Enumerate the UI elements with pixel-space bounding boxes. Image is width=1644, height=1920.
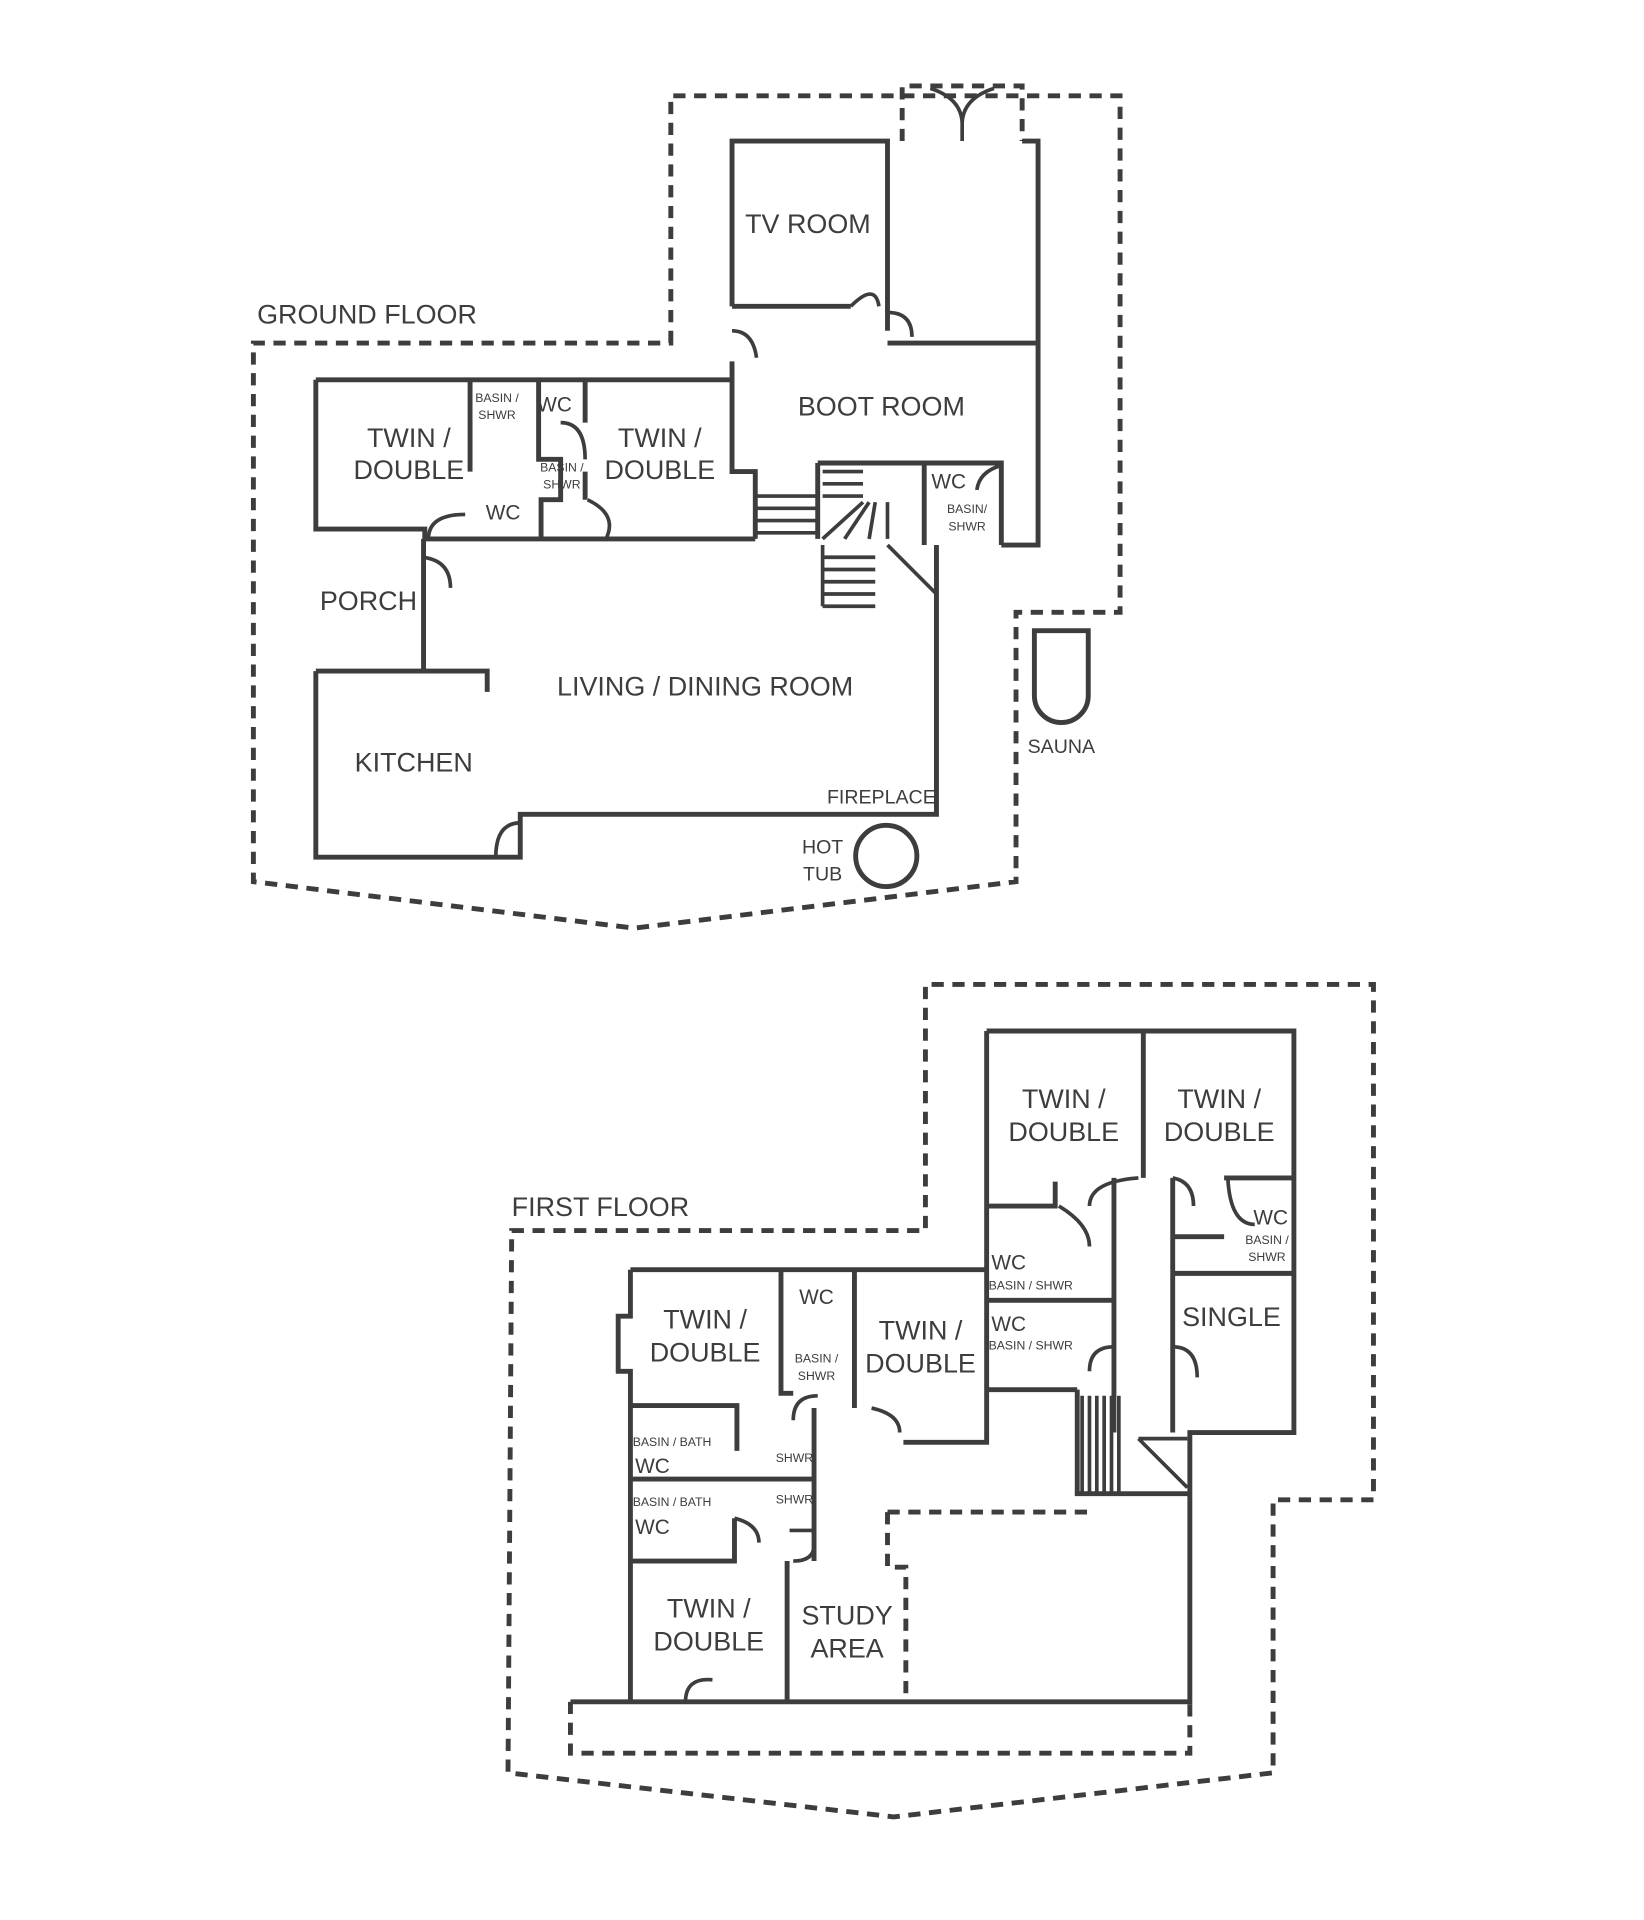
room-label: BASIN/: [947, 502, 988, 516]
room-label: WC: [537, 394, 572, 417]
room-label: TWIN /: [667, 1593, 751, 1623]
door-swings: [423, 292, 1002, 858]
room-label: DOUBLE: [653, 1626, 764, 1656]
sauna-icon: [1031, 628, 1091, 725]
room-label: WC: [1253, 1206, 1288, 1229]
room-label: PORCH: [320, 586, 417, 616]
room-label: WC: [486, 501, 521, 524]
room-label: SAUNA: [1028, 736, 1096, 758]
room-label: BASIN /: [475, 391, 519, 405]
room-label: BASIN / BATH: [633, 1495, 712, 1509]
room-label: DOUBLE: [865, 1349, 976, 1379]
room-label: WC: [931, 471, 966, 494]
room-label: WC: [991, 1252, 1026, 1275]
room-label: BOOT ROOM: [798, 391, 965, 421]
room-label: BASIN / SHWR: [989, 1338, 1073, 1352]
room-label: BASIN /: [540, 461, 584, 475]
room-label: BASIN /: [1245, 1233, 1289, 1247]
room-label: TWIN /: [1022, 1084, 1106, 1114]
entrance-canopy: [899, 83, 1025, 142]
room-label: SHWR: [1248, 1250, 1286, 1264]
room-label: FIREPLACE: [827, 786, 936, 808]
room-label: WC: [635, 1455, 670, 1478]
room-label: HOT: [802, 837, 843, 859]
room-label: LIVING / DINING ROOM: [557, 672, 853, 702]
room-label: DOUBLE: [1164, 1117, 1275, 1147]
first-floor-boundary: [505, 982, 1376, 1820]
ground-walls: [313, 138, 1041, 860]
room-label: DOUBLE: [353, 455, 464, 485]
room-label: SHWR: [478, 408, 516, 422]
ground-floor-title: GROUND FLOOR: [257, 299, 477, 329]
room-label: TWIN /: [663, 1304, 747, 1334]
room-label: TUB: [803, 863, 842, 885]
room-label: DOUBLE: [604, 455, 715, 485]
room-label: BASIN / SHWR: [989, 1278, 1073, 1292]
room-label: SHWR: [776, 1451, 814, 1465]
room-label: SHWR: [776, 1493, 814, 1507]
room-label: AREA: [810, 1634, 883, 1664]
ground-floor: GROUND FLOOR TV ROOM BOOT ROOM TWIN / DO…: [250, 83, 1123, 931]
staircase-icon: [1080, 1395, 1189, 1494]
room-label: SINGLE: [1182, 1302, 1281, 1332]
room-label: SHWR: [798, 1369, 836, 1383]
room-label: BASIN / BATH: [633, 1435, 712, 1449]
room-label: KITCHEN: [355, 747, 473, 777]
room-label: DOUBLE: [650, 1338, 761, 1368]
staircase-icon: [755, 469, 938, 609]
first-walls: [570, 1028, 1297, 1705]
room-label: TWIN /: [618, 423, 702, 453]
room-label: TWIN /: [879, 1315, 963, 1345]
room-label: TV ROOM: [745, 209, 871, 239]
ground-floor-boundary: [250, 93, 1123, 931]
first-floor: FIRST FLOOR TWIN / DOUBLE TWIN / DOUBLE …: [505, 982, 1376, 1820]
room-label: SHWR: [948, 519, 986, 533]
first-floor-title: FIRST FLOOR: [512, 1192, 690, 1222]
room-label: WC: [799, 1286, 834, 1309]
room-label: TWIN /: [1177, 1084, 1261, 1114]
door-swings: [683, 1176, 1255, 1702]
room-label: TWIN /: [367, 423, 451, 453]
room-label: WC: [635, 1516, 670, 1539]
entrance-door-icon: [929, 86, 995, 142]
room-label: WC: [991, 1313, 1026, 1336]
room-label: DOUBLE: [1008, 1117, 1119, 1147]
room-label: SHWR: [543, 478, 581, 492]
room-label: BASIN /: [795, 1352, 839, 1366]
hot-tub-icon: [853, 822, 920, 890]
room-label: STUDY: [801, 1601, 892, 1631]
balcony-boundary: [567, 1509, 1193, 1756]
